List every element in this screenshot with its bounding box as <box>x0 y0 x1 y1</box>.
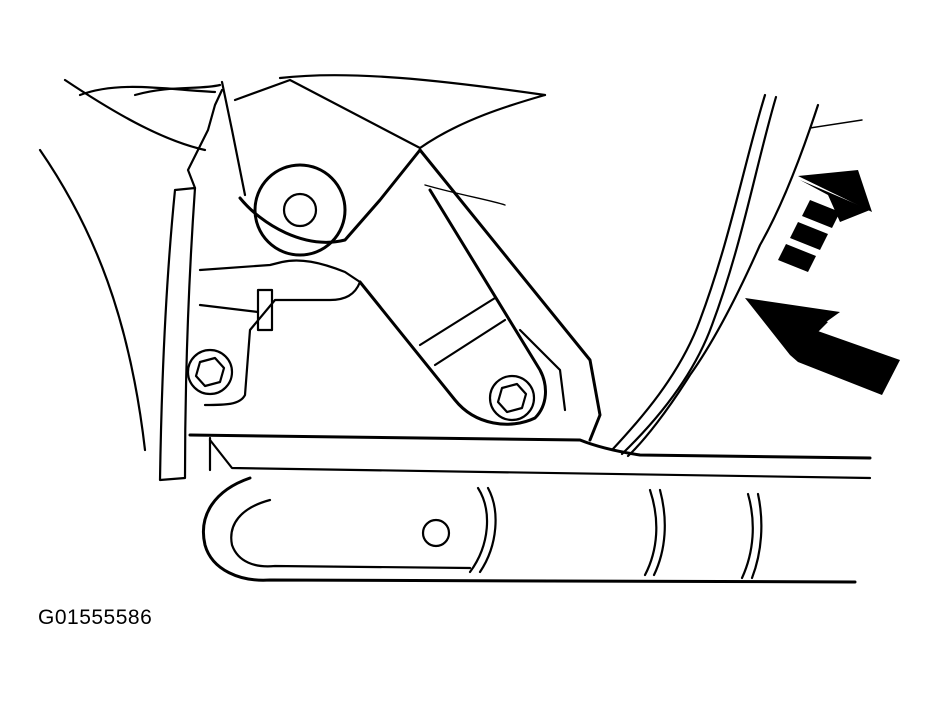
bracket-arm <box>238 148 422 244</box>
skid-rib-2 <box>643 488 658 577</box>
skid-plate-inner <box>230 498 472 570</box>
pivot-hole <box>282 192 318 228</box>
wire-contour <box>809 119 863 129</box>
bracket-brace <box>418 296 497 347</box>
vertical-post <box>158 186 197 482</box>
skid-rib-3 <box>740 492 754 580</box>
bracket-arm-lower <box>358 188 547 426</box>
skid-rib-2b <box>652 488 666 577</box>
bolt-right-washer <box>488 374 536 422</box>
upper-contour-top <box>133 83 222 97</box>
base-frame-top <box>188 433 872 460</box>
arrow-large-icon <box>745 298 900 395</box>
upper-contour-right <box>233 78 422 150</box>
skid-plate <box>202 476 857 584</box>
bracket-contour <box>424 184 506 206</box>
figure-id-label: G01555586 <box>38 606 153 629</box>
bracket-brace-2 <box>433 318 507 367</box>
broken-edge <box>186 88 224 190</box>
wire-1 <box>610 93 767 452</box>
bolt-left-head <box>194 356 226 388</box>
pivot-boss <box>253 163 347 257</box>
bracket-arm-right <box>418 148 602 442</box>
skid-hole <box>421 518 451 548</box>
upper-contour-mid <box>78 85 217 97</box>
bolt-right-head <box>496 382 528 414</box>
base-frame-bottom <box>208 438 872 480</box>
mounting-plate <box>198 259 362 407</box>
upper-contour-left <box>63 78 207 152</box>
wire-3 <box>626 103 820 458</box>
skid-rib-3b <box>750 492 763 580</box>
fender-edge <box>38 148 147 452</box>
bracket-inner <box>518 328 567 412</box>
skid-rib-1 <box>468 486 489 574</box>
skid-rib-1b <box>478 486 497 574</box>
broken-edge-2 <box>220 80 247 197</box>
arrow-small-icon <box>778 170 872 272</box>
upper-contour-far <box>278 74 547 97</box>
plate-tab <box>256 288 274 332</box>
plate-lower-edge <box>198 303 260 314</box>
bolt-left-washer <box>186 348 234 396</box>
wire-2 <box>620 95 778 456</box>
upper-contour-far2 <box>418 93 547 150</box>
